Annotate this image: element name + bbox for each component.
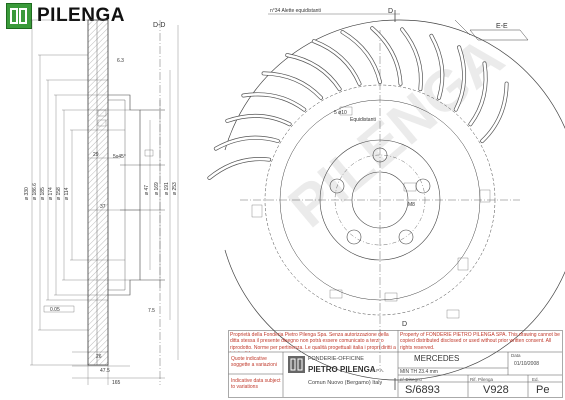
dim-bottom-3: 47.5 bbox=[100, 368, 110, 374]
watermark: PILENGA bbox=[277, 24, 516, 240]
vent-slot-inner bbox=[480, 82, 508, 143]
company-suffix: S.P.A. bbox=[372, 368, 385, 373]
dim-left-1: ø 186.6 bbox=[32, 183, 38, 200]
watermark-text: PILENGA bbox=[277, 24, 516, 240]
company-name: PIETRO PILENGA bbox=[308, 365, 376, 374]
dim-bottom-1: 7.5 bbox=[148, 308, 155, 314]
section-view bbox=[30, 19, 179, 385]
equidistant-label: Equidistanti bbox=[350, 117, 376, 123]
vent-slot-inner bbox=[469, 62, 487, 126]
date-label: Data bbox=[511, 353, 521, 358]
dim-bottom-0: 0.05 bbox=[50, 307, 60, 313]
vent-slot-inner bbox=[370, 26, 402, 86]
vehicle-name: MERCEDES bbox=[414, 354, 460, 363]
company-mark-icon bbox=[288, 356, 305, 373]
dim-left-4: ø 158 bbox=[56, 187, 62, 200]
logo-mark-icon bbox=[6, 3, 32, 29]
vent-slot-inner bbox=[430, 34, 444, 100]
edition: Pe bbox=[536, 384, 550, 396]
reference-number: V928 bbox=[483, 384, 509, 396]
min-thickness: MIN TH 23.4 mm bbox=[400, 369, 438, 375]
vent-slot-inner bbox=[400, 28, 423, 91]
note-red-2: Indicative data subject to variations bbox=[231, 378, 281, 391]
owner-note-en: Property of FONDERIE PIETRO PILENGA SPA.… bbox=[400, 332, 560, 351]
dim-mid-3: ø 47 bbox=[144, 185, 150, 195]
vent-slot-inner bbox=[312, 39, 361, 86]
hole-dim-label: 5 ø10 bbox=[334, 110, 347, 116]
vent-slot-inner bbox=[214, 136, 280, 150]
dim-left-2: ø 185 bbox=[40, 187, 46, 200]
dim-left-5: ø 114 bbox=[64, 187, 70, 200]
front-dim-boxes bbox=[251, 106, 491, 319]
dim-bottom-2: 26 bbox=[96, 354, 102, 360]
vent-slot bbox=[285, 53, 342, 92]
foundry-label: FONDERIE-OFFICINE bbox=[308, 356, 364, 362]
ed-label: Ed. bbox=[532, 377, 539, 382]
note-red-1: Quote indicative soggette a variazioni bbox=[231, 356, 277, 369]
company-location: Comun Nuovo (Bergamo) Italy bbox=[308, 380, 383, 386]
dim-mid-6: ø 253 bbox=[172, 182, 178, 195]
dim-mid-0: 29 bbox=[93, 152, 99, 158]
rif-label: Rif. Pilenga bbox=[470, 377, 494, 382]
vent-slot bbox=[311, 39, 362, 86]
section-e-marker bbox=[454, 19, 529, 41]
title-block-frame bbox=[228, 330, 563, 398]
dim-mid-2: 37 bbox=[100, 204, 106, 210]
vent-slot-inner bbox=[208, 157, 271, 180]
dim-left-3: ø 174 bbox=[48, 187, 54, 200]
vent-slot-inner bbox=[286, 53, 341, 91]
vent-slot-inner bbox=[226, 114, 291, 126]
date-value: 01/10/2008 bbox=[514, 361, 540, 367]
dim-mid-1: 5x45° bbox=[113, 154, 126, 160]
section-label: D-D bbox=[153, 22, 166, 29]
cut-d-bottom-label: D bbox=[402, 321, 407, 328]
slots-note: n°34 Alette equidistanti bbox=[270, 8, 321, 14]
vent-slot-inner bbox=[454, 46, 466, 111]
dim-mid-5: ø 191 bbox=[164, 182, 170, 195]
vent-slot-inner bbox=[262, 72, 323, 100]
drawing-no-label: n° Disegno bbox=[400, 377, 423, 382]
section-e-label: E-E bbox=[496, 23, 508, 30]
cut-d-top-label: D bbox=[388, 8, 393, 15]
vent-slot bbox=[340, 30, 382, 84]
vent-slots bbox=[207, 26, 509, 180]
vent-slot-inner bbox=[242, 93, 306, 111]
owner-note-it: Proprietà della Fonderia Pietro Pilenga … bbox=[230, 332, 396, 352]
dim-mid-4: ø 169 bbox=[154, 182, 160, 195]
vent-slot-inner bbox=[341, 30, 382, 84]
drawing-number: S/6893 bbox=[405, 384, 440, 396]
dim-top-0: 6.3 bbox=[117, 58, 124, 64]
dim-bottom-4: 165 bbox=[112, 380, 121, 386]
thread-label: M8 bbox=[408, 202, 415, 208]
dim-left-0: ø 330 bbox=[24, 187, 30, 200]
